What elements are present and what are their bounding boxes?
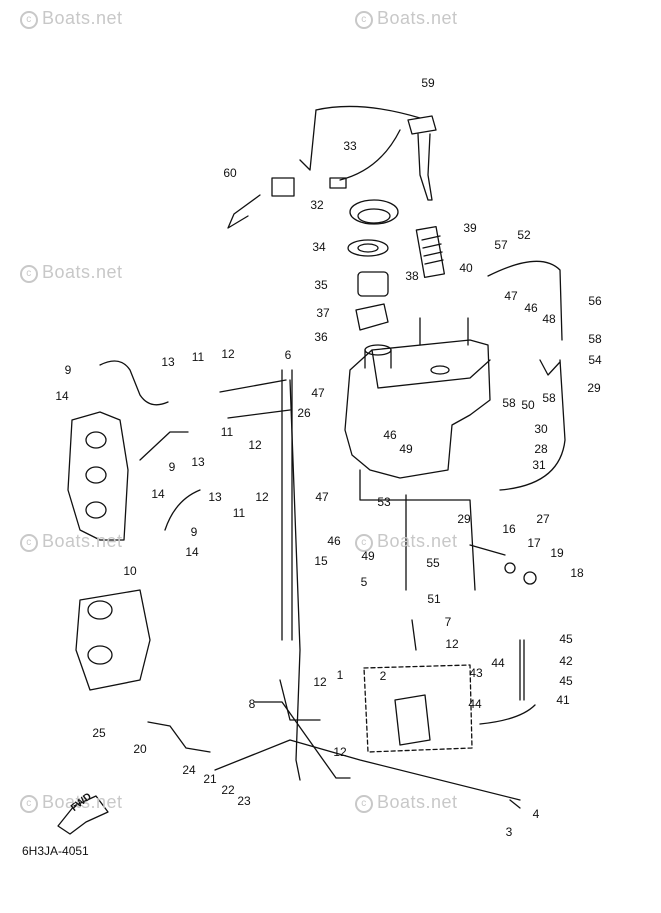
part-number-57: 57 [494,238,508,252]
part-number-40: 40 [459,261,473,275]
part-number-20: 20 [133,742,147,756]
part-number-24: 24 [182,763,196,777]
part-number-3: 3 [505,825,513,839]
float-cover [349,199,399,225]
part-number-9: 9 [64,363,72,377]
part-number-11: 11 [220,425,234,439]
document-code: 6H3JA-4051 [22,844,89,858]
part-number-58: 58 [542,391,556,405]
part-number-16: 16 [502,522,516,536]
part-number-13: 13 [191,455,205,469]
oil-pump [394,694,431,746]
part-number-12: 12 [255,490,269,504]
part-number-18: 18 [570,566,584,580]
part-number-12: 12 [221,347,235,361]
part-number-46: 46 [383,428,397,442]
part-number-6: 6 [284,348,292,362]
part-number-2: 2 [379,669,387,683]
part-number-45: 45 [559,674,573,688]
part-number-54: 54 [588,353,602,367]
part-number-55: 55 [426,556,440,570]
part-number-12: 12 [333,745,347,759]
gasket [347,239,389,257]
part-number-60: 60 [223,166,237,180]
part-number-44: 44 [491,656,505,670]
part-number-23: 23 [237,794,251,808]
part-number-44: 44 [468,697,482,711]
part-number-56: 56 [588,294,602,308]
part-number-52: 52 [517,228,531,242]
part-number-29: 29 [457,512,471,526]
part-number-9: 9 [168,460,176,474]
part-number-14: 14 [185,545,199,559]
part-number-42: 42 [559,654,573,668]
part-number-27: 27 [536,512,550,526]
part-number-43: 43 [469,666,483,680]
part-number-10: 10 [123,564,137,578]
fwd-arrow [57,795,109,835]
part-number-1: 1 [336,668,344,682]
part-number-53: 53 [377,495,391,509]
part-number-11: 11 [232,506,246,520]
part-number-48: 48 [542,312,556,326]
part-number-47: 47 [315,490,329,504]
part-number-21: 21 [203,772,217,786]
part-number-26: 26 [297,406,311,420]
oil-tank [344,339,491,479]
part-number-12: 12 [313,675,327,689]
part-number-30: 30 [534,422,548,436]
part-number-46: 46 [524,301,538,315]
part-number-47: 47 [311,386,325,400]
part-number-35: 35 [314,278,328,292]
part-number-34: 34 [312,240,326,254]
part-number-58: 58 [502,396,516,410]
part-number-13: 13 [208,490,222,504]
part-number-9: 9 [190,525,198,539]
part-number-59: 59 [421,76,435,90]
part-number-11: 11 [191,350,205,364]
part-number-49: 49 [399,442,413,456]
part-number-32: 32 [310,198,324,212]
part-number-14: 14 [55,389,69,403]
part-number-22: 22 [221,783,235,797]
part-number-47: 47 [504,289,518,303]
part-number-4: 4 [532,807,540,821]
part-number-31: 31 [532,458,546,472]
part-number-51: 51 [427,592,441,606]
part-number-12: 12 [445,637,459,651]
part-number-12: 12 [248,438,262,452]
part-number-7: 7 [444,615,452,629]
part-number-28: 28 [534,442,548,456]
part-number-8: 8 [248,697,256,711]
part-number-46: 46 [327,534,341,548]
filler-cap [407,115,437,135]
part-number-14: 14 [151,487,165,501]
part-number-36: 36 [314,330,328,344]
part-number-38: 38 [405,269,419,283]
part-number-58: 58 [588,332,602,346]
part-number-13: 13 [161,355,175,369]
part-number-49: 49 [361,549,375,563]
part-number-45: 45 [559,632,573,646]
part-number-5: 5 [360,575,368,589]
engine-block [67,411,129,541]
part-number-29: 29 [587,381,601,395]
part-number-15: 15 [314,554,328,568]
part-number-33: 33 [343,139,357,153]
part-number-39: 39 [463,221,477,235]
part-number-17: 17 [527,536,541,550]
part-number-25: 25 [92,726,106,740]
part-number-50: 50 [521,398,535,412]
part-number-19: 19 [550,546,564,560]
part-number-41: 41 [556,693,570,707]
part-number-37: 37 [316,306,330,320]
